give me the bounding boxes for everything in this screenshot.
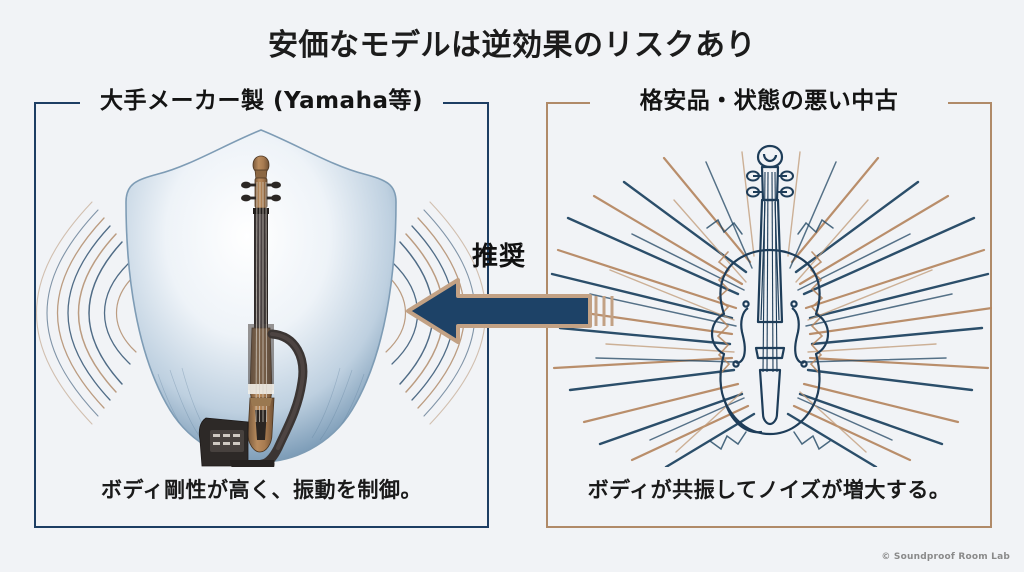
- bracket-edge-bottom: [34, 526, 489, 528]
- silent-violin-artwork: [34, 122, 489, 467]
- bracket-edge-top-left: [34, 102, 80, 104]
- panel-left-caption: ボディ剛性が高く、振動を制御。: [100, 477, 423, 502]
- panel-cheap-used: 格安品・状態の悪い中古: [546, 81, 992, 528]
- panel-right-header: 格安品・状態の悪い中古: [625, 81, 913, 115]
- panel-left-header: 大手メーカー製 (Yamaha等): [86, 81, 437, 115]
- arrow-label: 推奨: [471, 242, 526, 272]
- acoustic-violin-artwork: [546, 122, 992, 467]
- page-title: 安価なモデルは逆効果のリスクあり: [268, 28, 756, 63]
- arrow-left-icon: [406, 278, 614, 344]
- electric-violin: [198, 155, 308, 467]
- bracket-edge-top-right: [443, 102, 489, 104]
- recommendation-arrow-group: 推奨: [404, 236, 620, 348]
- bracket-edge-top-left: [546, 102, 590, 104]
- acoustic-violin-outline: [710, 144, 830, 436]
- copyright-watermark: © Soundproof Room Lab: [881, 552, 1010, 562]
- panel-recommended: 大手メーカー製 (Yamaha等): [34, 81, 489, 528]
- panel-right-caption: ボディが共振してノイズが増大する。: [587, 477, 951, 502]
- bracket-edge-bottom: [546, 526, 992, 528]
- bracket-edge-top-right: [948, 102, 992, 104]
